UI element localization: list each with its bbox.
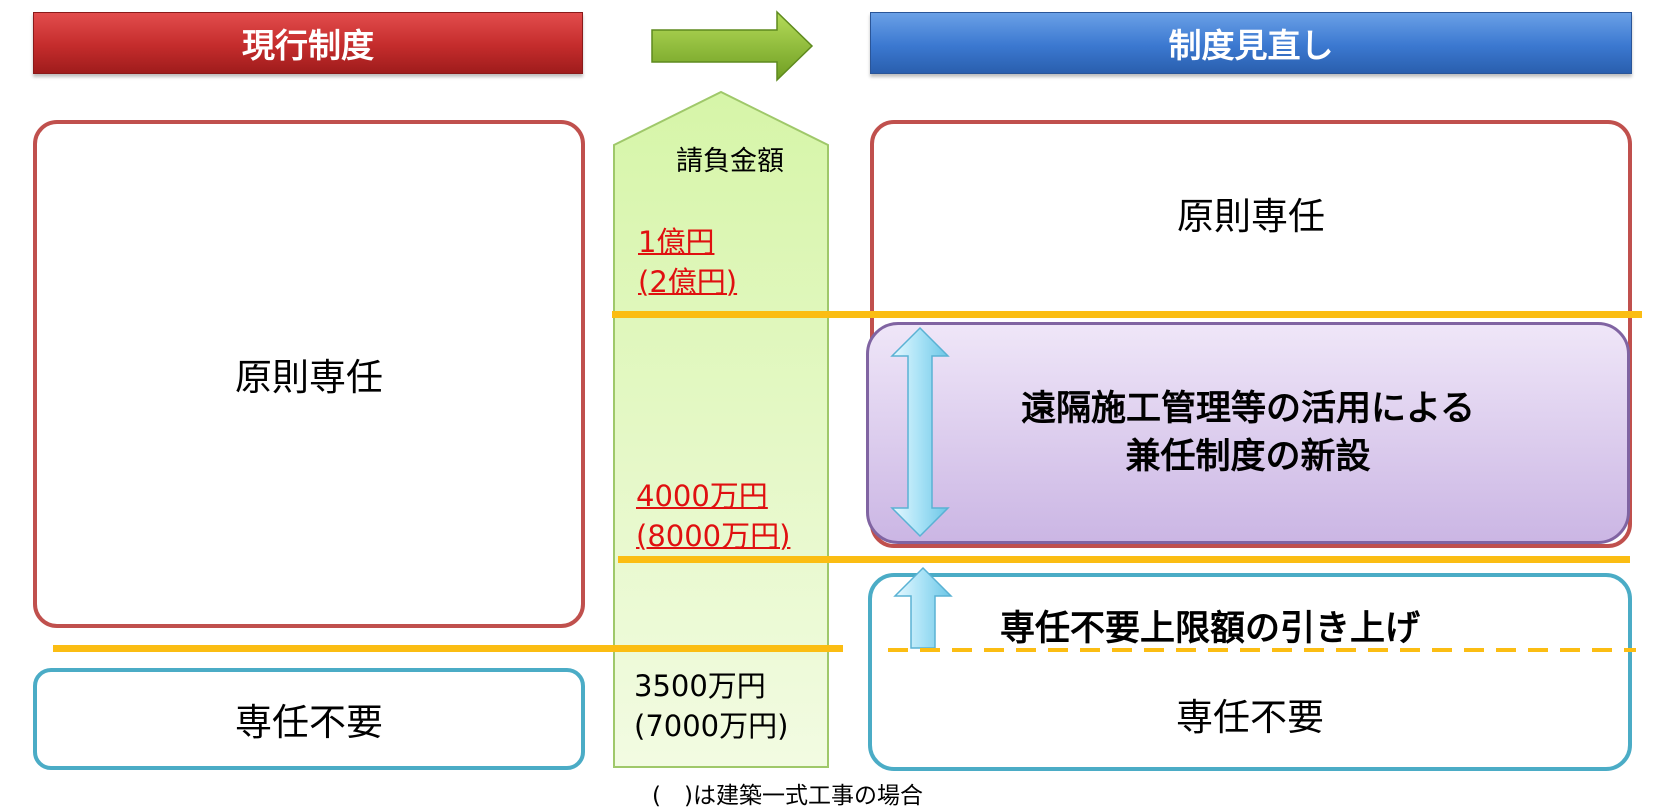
amount-3500man: 3500万円 (7000万円)	[634, 666, 788, 746]
up-arrow-icon	[893, 566, 953, 649]
threshold-line-3500man	[53, 645, 843, 652]
amount-4000man-line1: 4000万円	[636, 479, 768, 513]
threshold-line-1oku	[612, 311, 1642, 318]
new-system-line2: 兼任制度の新設	[1125, 437, 1371, 477]
left-principle-dedicated-label: 原則専任	[235, 356, 383, 399]
amount-3500man-line1: 3500万円	[634, 669, 766, 703]
raise-threshold-label: 専任不要上限額の引き上げ	[1000, 600, 1420, 651]
left-not-required-box: 専任不要	[33, 668, 585, 770]
amount-1oku: 1億円 (2億円)	[638, 222, 737, 302]
threshold-line-4000man	[618, 556, 1630, 563]
left-principle-dedicated-box: 原則専任	[33, 120, 585, 628]
revised-system-title: 制度見直し	[1168, 26, 1334, 65]
amount-3500man-line2: (7000万円)	[634, 709, 789, 743]
footnote: ( )は建築一式工事の場合	[652, 776, 923, 810]
amount-4000man-line2: (8000万円)	[636, 519, 791, 553]
contract-amount-label: 請負金額	[676, 139, 784, 178]
current-system-title: 現行制度	[242, 26, 374, 65]
raise-threshold-text: 専任不要上限額の引き上げ	[1000, 609, 1421, 649]
current-system-banner: 現行制度	[33, 12, 583, 74]
new-system-line1: 遠隔施工管理等の活用による	[1021, 389, 1475, 429]
footnote-text: ( )は建築一式工事の場合	[652, 783, 923, 809]
right-not-required-box: 専任不要	[868, 573, 1632, 771]
amount-4000man: 4000万円 (8000万円)	[636, 476, 790, 556]
right-principle-dedicated-label: 原則専任	[1177, 195, 1325, 238]
threshold-dashed-line	[888, 648, 1636, 652]
new-concurrent-system-box: 遠隔施工管理等の活用による 兼任制度の新設	[866, 322, 1630, 544]
right-not-required-label: 専任不要	[1176, 696, 1324, 739]
contract-amount-text: 請負金額	[676, 146, 784, 177]
amount-1oku-line1: 1億円	[638, 225, 715, 259]
left-not-required-label: 専任不要	[235, 701, 383, 744]
double-headed-arrow-icon	[890, 326, 950, 538]
contract-amount-up-arrow-icon	[613, 90, 829, 768]
revised-system-banner: 制度見直し	[870, 12, 1632, 74]
amount-1oku-line2: (2億円)	[638, 265, 738, 299]
right-arrow-icon	[651, 10, 814, 82]
